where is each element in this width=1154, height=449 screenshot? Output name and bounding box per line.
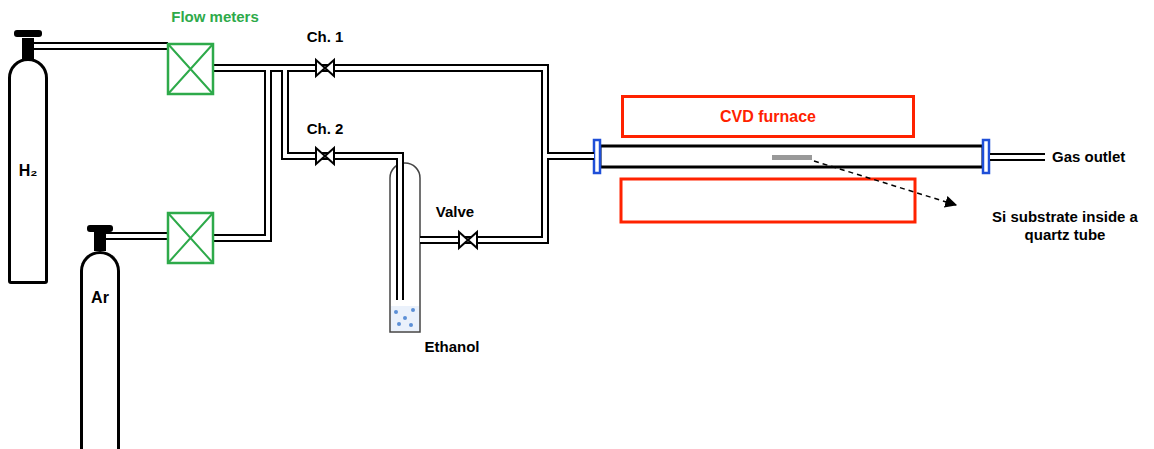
pipe-bore <box>285 68 400 300</box>
pipe-bore <box>213 68 594 156</box>
pipe-bore <box>990 155 1045 159</box>
pipe-outline <box>34 42 168 50</box>
bubble <box>411 308 415 312</box>
quartz-tube <box>600 146 983 167</box>
channel-label: Ch. 2 <box>295 120 355 138</box>
node-label: H₂ <box>19 161 38 180</box>
outlet-label: Gas outlet <box>1052 148 1150 166</box>
pipe-outline <box>420 156 545 240</box>
gas-cylinder: H₂ <box>8 58 48 284</box>
component-label: Valve <box>425 203 485 221</box>
ethanol-liquid <box>391 306 419 331</box>
callout-label: Si substrate inside a quartz tube <box>985 208 1145 244</box>
furnace-lower-half <box>621 179 915 222</box>
pipe-outline <box>106 232 168 240</box>
valve-handle <box>87 225 113 232</box>
cylinder-valve <box>94 232 106 251</box>
leader-arrow <box>814 161 956 205</box>
pipe-bore <box>34 44 168 48</box>
pipe-bore <box>420 156 545 240</box>
cylinder-valve <box>22 38 34 59</box>
component-label: Ethanol <box>412 338 492 356</box>
valve-symbol <box>459 232 477 248</box>
flow-meter-cross <box>168 44 213 94</box>
bubble <box>409 323 413 327</box>
node-label: Ar <box>91 288 109 307</box>
tube-flange <box>983 140 989 173</box>
bubble <box>394 310 398 314</box>
channel-label: Ch. 1 <box>295 28 355 46</box>
pipe-bore <box>106 234 168 238</box>
flow-meter <box>168 44 213 94</box>
pipe-outline <box>990 153 1045 161</box>
valve-handle <box>14 30 42 37</box>
flow-meter-cross <box>168 213 213 263</box>
pipe-bore <box>213 68 268 238</box>
bubbler-vessel <box>390 163 420 332</box>
component-label: Flow meters <box>150 8 280 26</box>
pipe-outline <box>285 68 400 300</box>
valve-symbol <box>316 60 334 76</box>
tube-flange <box>594 140 600 173</box>
gas-cylinder: Ar <box>80 251 120 449</box>
furnace-box: CVD furnace <box>621 95 915 138</box>
flow-meter <box>168 213 213 263</box>
pipe-outline <box>213 68 268 238</box>
bubble <box>403 316 407 320</box>
node-label: CVD furnace <box>720 107 816 126</box>
si-substrate <box>772 155 812 160</box>
bubble <box>397 322 401 326</box>
valve-symbol <box>316 148 334 164</box>
